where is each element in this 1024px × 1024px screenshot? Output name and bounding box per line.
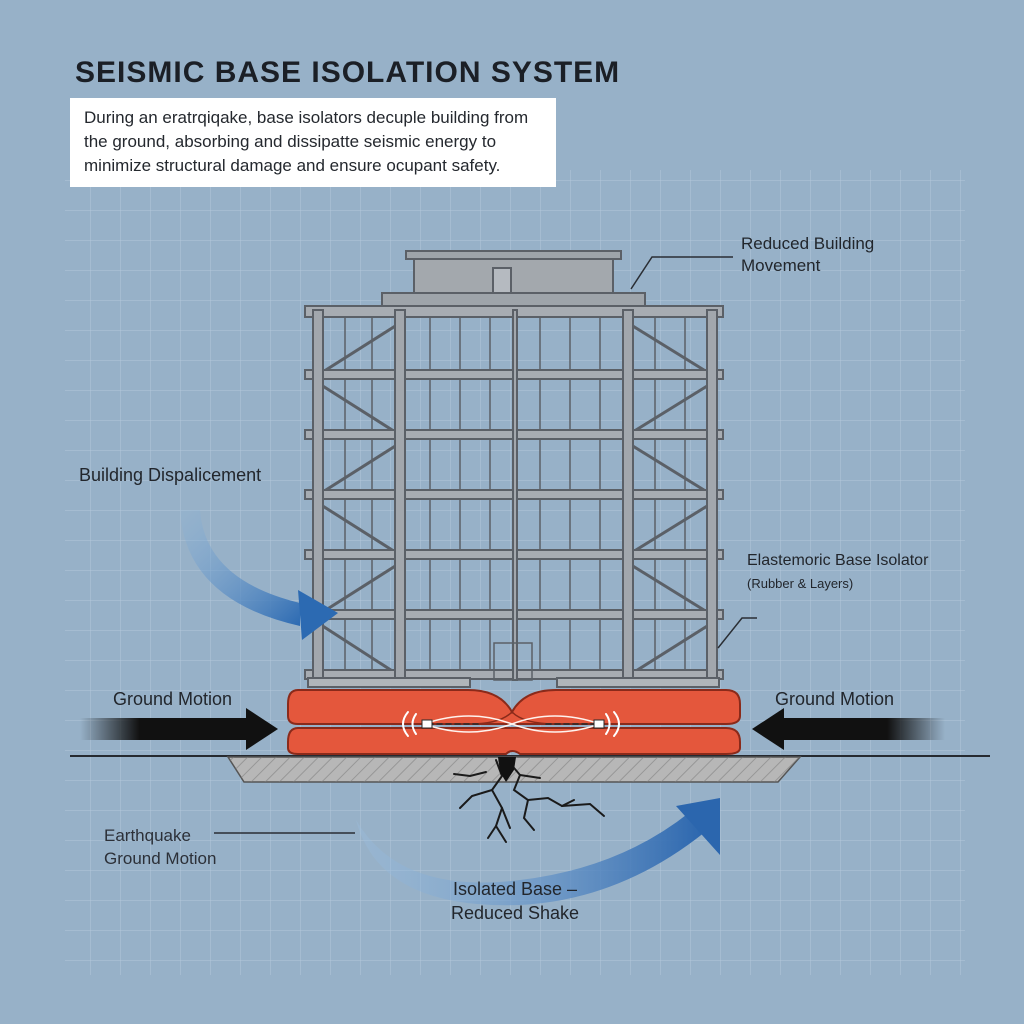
ground-motion-left-label: Ground Motion [113, 689, 233, 709]
frame-brace [627, 381, 713, 437]
isolated-base-arrow [356, 798, 720, 906]
intro-line: minimize structural damage and ensure oc… [84, 156, 501, 175]
isolator-label: Elastemoric Base Isolator (Rubber & Laye… [747, 552, 928, 591]
base-isolator [287, 689, 741, 755]
ground-motion-right-label: Ground Motion [775, 689, 895, 709]
frame-brace [627, 621, 713, 678]
ground-motion-arrow-left [80, 708, 278, 750]
isolator-subtitle: (Rubber & Layers) [747, 576, 854, 591]
ground-motion-arrow-right [752, 708, 945, 750]
leader-lines [214, 256, 757, 834]
building-displacement-label: Building Dispalicement [79, 465, 262, 485]
reduced-movement-line: Movement [741, 256, 821, 275]
ground-crack [453, 759, 605, 843]
page-title: SEISMIC BASE ISOLATION SYSTEM [75, 56, 621, 89]
frame-brace [317, 321, 401, 377]
frame-column [394, 309, 406, 681]
earthquake-line: Earthquake [104, 826, 191, 845]
isolated-base-line: Isolated Base – [452, 879, 578, 899]
frame-column [512, 309, 518, 681]
earthquake-label: Earthquake Ground Motion [104, 824, 216, 870]
frame-brace [317, 381, 401, 437]
isolated-base-label: Isolated Base – Reduced Shake [445, 877, 585, 925]
intro-text-box: During an eratrqiqake, base isolators de… [70, 98, 556, 187]
intro-line: During an eratrqiqake, base isolators de… [84, 108, 529, 127]
frame-brace [317, 501, 401, 557]
frame-brace [627, 441, 713, 497]
isolator-title: Elastemoric Base Isolator [747, 552, 929, 569]
frame-brace [317, 561, 401, 617]
frame-brace [317, 621, 401, 678]
isolator-plates [307, 677, 720, 688]
frame-column [706, 309, 718, 681]
frame-brace [627, 561, 713, 617]
frame-brace [627, 321, 713, 377]
building-frame [304, 309, 724, 681]
isolator-vibration-marks [402, 711, 620, 737]
intro-line: the ground, absorbing and dissipatte sei… [84, 132, 497, 151]
frame-brace [317, 441, 401, 497]
frame-column [622, 309, 634, 681]
isolated-base-line: Reduced Shake [450, 903, 580, 923]
reduced-movement-line: Reduced Building [741, 234, 875, 253]
building-displacement-arrow [180, 510, 338, 640]
reduced-movement-label: Reduced Building Movement [741, 233, 874, 277]
frame-brace [627, 501, 713, 557]
earthquake-line: Ground Motion [104, 849, 217, 868]
crack-void [498, 757, 516, 782]
